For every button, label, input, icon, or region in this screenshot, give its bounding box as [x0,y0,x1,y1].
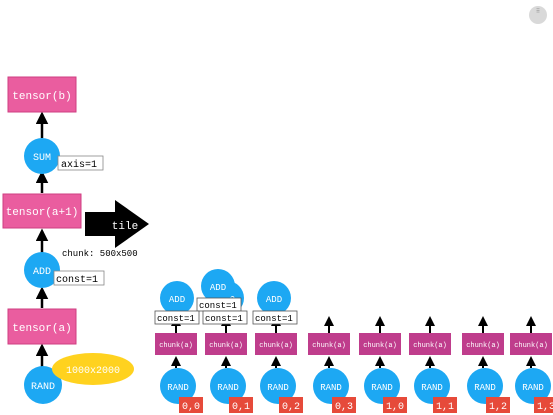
chunk-add-label: ADD [266,295,282,305]
chunk-rand-node [467,368,503,404]
chunk-rand-label: RAND [421,383,443,393]
chunk-index-badge [486,397,510,413]
chunk-node [359,333,401,355]
chunk-add-node [257,281,291,315]
rand-node [24,366,62,404]
chunk-node [510,333,552,355]
chunk-rand-label: RAND [167,383,189,393]
chunk-index-badge [534,397,553,413]
chunk-node [205,333,247,355]
chunk-node-label: chunk(a) [363,342,397,350]
chunk-node [308,333,350,355]
const-param-box [53,270,105,286]
chunk-index-label: 1,1 [436,402,454,413]
chunk-rand-label: RAND [320,383,342,393]
chunk-index-label: 0,3 [335,402,353,413]
axis-param-label: axis=1 [61,159,97,171]
chunk-index-badge [179,397,203,413]
chunk-rand-node [515,368,551,404]
chunk-rand-node [160,368,196,404]
chunk-rand-label: RAND [217,383,239,393]
chunk-add-label: ADD [169,295,185,305]
chunk-index-badge [433,397,457,413]
chunk-index-badge [383,397,407,413]
chunk-index-label: 0,1 [232,402,250,413]
tensor-a-node [7,308,77,345]
chunk-const-box [202,310,248,325]
tensor-b-label: tensor(b) [12,91,71,103]
chunk-const-box [154,310,200,325]
chunk-index-badge [332,397,356,413]
chunk-node-label: chunk(a) [209,342,243,350]
chunk-rand-node [364,368,400,404]
chunk-index-label: 1,3 [537,402,553,413]
sum-label: SUM [33,153,51,164]
chunk-const-label: const=1 [199,301,237,311]
rand-label: RAND [31,382,55,393]
chunk-rand-node [414,368,450,404]
chunk-node [409,333,451,355]
chunk-rand-node [313,368,349,404]
chunk-rand-node [210,368,246,404]
chunk-node-label: chunk(a) [514,342,548,350]
chunk-rand-label: RAND [474,383,496,393]
chunk-add-node [160,281,194,315]
chunk-const-box [252,310,298,325]
tensor-a-label: tensor(a) [12,323,71,335]
chunk-index-label: 1,2 [489,402,507,413]
chunk-rand-label: RAND [522,383,544,393]
tensor-a1-label: tensor(a+1) [6,207,79,219]
axis-param-box [57,155,104,171]
chunk-const-label: const=1 [205,314,243,324]
const-param-label: const=1 [56,275,98,286]
chunk-node [462,333,504,355]
tile-arrow [85,200,149,248]
chunk-rand-node [260,368,296,404]
chunk-node-label: chunk(a) [312,342,346,350]
chunk-node [255,333,297,355]
add-label: ADD [33,267,51,278]
chunk-node-label: chunk(a) [413,342,447,350]
main-graph: tensor(b) SUM axis=1 tensor(a+1) tile ch… [2,76,149,404]
chunk-node [155,333,197,355]
chunk-add-label: ADD [210,283,226,293]
shape-bubble-label: 1000x2000 [66,366,120,377]
shape-bubble [52,353,134,385]
slides-menu-icon[interactable]: ⠿ [529,6,547,24]
tensor-b-node [7,76,77,113]
chunk-const-label: const=1 [157,314,195,324]
sum-node [24,138,60,174]
chunk-index-label: 0,0 [182,402,200,413]
chunk-rand-label: RAND [371,383,393,393]
add-node [24,252,60,288]
chunk-add-node [201,269,235,303]
tile-arrow-label: tile [112,221,138,233]
chunk-size-note: chunk: 500x500 [62,249,138,259]
chunk-index-badge [229,397,253,413]
chunk-index-badge [279,397,303,413]
chunk-node-label: chunk(a) [466,342,500,350]
tensor-a1-node [2,193,82,229]
chunk-rand-label: RAND [267,383,289,393]
chunk-index-label: 0,2 [282,402,300,413]
chunk-node-label: chunk(a) [159,342,193,350]
chunk-index-label: 1,0 [386,402,404,413]
chunk-node-label: chunk(a) [259,342,293,350]
chunk-const-label: const=1 [255,314,293,324]
tiled-graph: chunk(a) RAND 0,0 chunk(a) RAND 0,1 chunk(a) RA… [154,269,553,413]
